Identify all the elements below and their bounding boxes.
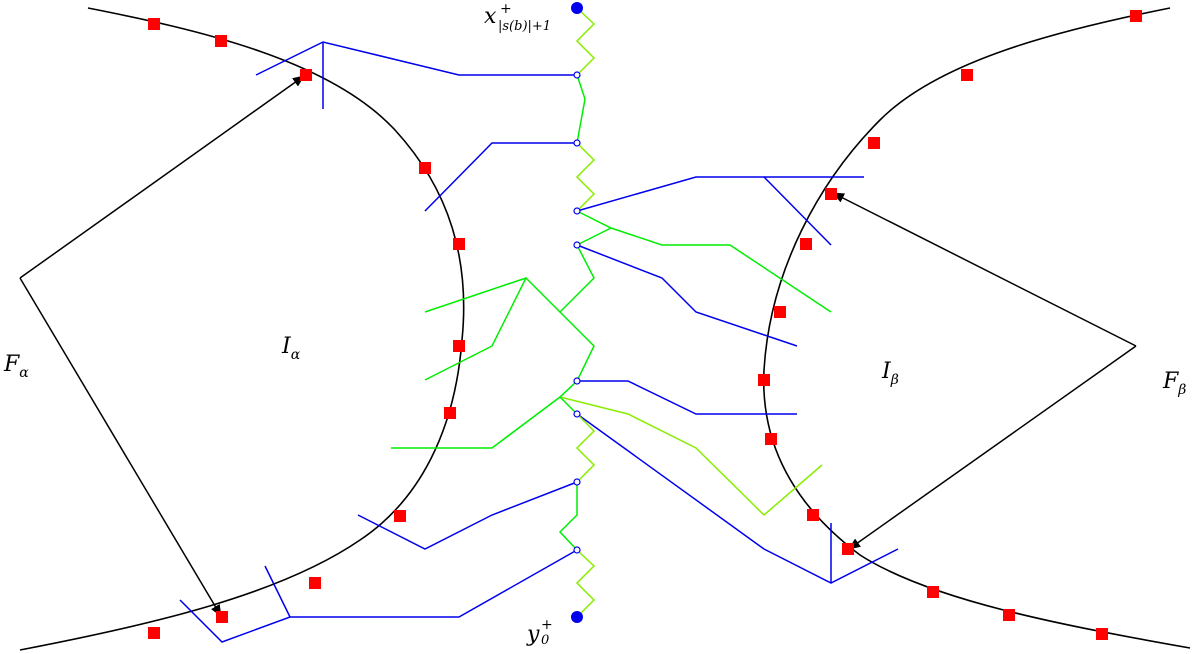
red-square-marker-icon xyxy=(825,188,837,200)
label-I-alpha-sub: α xyxy=(290,347,301,363)
blue-path xyxy=(255,41,577,76)
blue-path xyxy=(763,176,832,246)
label-I-alpha-base: I xyxy=(282,334,291,359)
label-F-alpha-sub: α xyxy=(19,365,29,381)
label-I-beta: Iβ xyxy=(882,359,899,388)
red-square-marker-icon xyxy=(774,306,786,318)
blue-path xyxy=(264,565,291,618)
lime-path xyxy=(575,413,596,483)
red-square-marker-icon xyxy=(765,433,777,445)
F-alpha-arrow-up xyxy=(19,75,305,279)
spine-node-icon xyxy=(573,410,581,418)
spine-nodes xyxy=(571,2,583,623)
red-square-marker-icon xyxy=(419,162,431,174)
blue-path xyxy=(576,176,864,212)
spine-node-icon xyxy=(573,377,581,385)
label-I-alpha: Iα xyxy=(282,334,300,363)
red-square-marker-icon xyxy=(148,627,160,639)
boundary-curves xyxy=(19,7,1191,651)
F-beta-arrow-down xyxy=(848,345,1137,550)
spine-endpoint-icon xyxy=(571,611,583,623)
red-square-markers xyxy=(148,10,1142,640)
red-square-marker-icon xyxy=(216,611,228,623)
label-F-beta-sub: β xyxy=(1178,382,1187,398)
blue-paths xyxy=(179,41,899,643)
red-square-marker-icon xyxy=(800,238,812,250)
lime-path xyxy=(575,549,596,618)
spine-node-icon xyxy=(573,478,581,486)
blue-path xyxy=(357,481,578,550)
green-path xyxy=(424,277,527,381)
green-path xyxy=(576,210,832,313)
label-x-top: x + |s(b)|+1 xyxy=(484,2,551,33)
label-F-alpha: Fα xyxy=(4,352,29,381)
label-F-beta-base: F xyxy=(1163,369,1179,394)
red-square-marker-icon xyxy=(300,69,312,81)
red-square-marker-icon xyxy=(868,137,880,149)
label-F-alpha-base: F xyxy=(4,352,20,377)
red-square-marker-icon xyxy=(394,510,406,522)
F-beta-arrow-up xyxy=(832,192,1137,347)
label-x-sub: |s(b)|+1 xyxy=(498,19,552,34)
red-square-marker-icon xyxy=(1096,628,1108,640)
green-path xyxy=(391,311,595,449)
green-path xyxy=(576,74,586,144)
label-y-bottom: y + 0 xyxy=(527,618,553,647)
spine-endpoint-icon xyxy=(571,2,583,14)
spine-node-icon xyxy=(573,241,581,249)
label-I-beta-base: I xyxy=(882,359,891,384)
label-F-beta: Fβ xyxy=(1163,369,1186,398)
blue-path xyxy=(576,244,798,347)
spine-node-icon xyxy=(573,546,581,554)
red-square-marker-icon xyxy=(807,509,819,521)
label-y-sub: 0 xyxy=(541,633,550,648)
red-square-marker-icon xyxy=(927,586,939,598)
spine-node-icon xyxy=(573,139,581,147)
green-paths xyxy=(391,74,832,551)
blue-path xyxy=(577,380,797,415)
green-path xyxy=(559,396,578,415)
label-x-base: x xyxy=(484,4,497,29)
label-x-sup: + xyxy=(500,1,512,17)
red-square-marker-icon xyxy=(215,35,227,47)
red-square-marker-icon xyxy=(1003,609,1015,621)
lime-path xyxy=(559,396,823,517)
red-square-marker-icon xyxy=(309,577,321,589)
red-square-marker-icon xyxy=(1130,10,1142,22)
left-boundary-curve xyxy=(19,7,465,651)
blue-path xyxy=(576,413,899,584)
red-square-marker-icon xyxy=(842,543,854,555)
lime-zigzag-paths xyxy=(559,7,823,618)
spine-node-icon xyxy=(573,207,581,215)
label-I-beta-sub: β xyxy=(890,372,899,388)
green-path xyxy=(558,482,578,551)
red-square-marker-icon xyxy=(453,340,465,352)
F-alpha-arrow-down xyxy=(19,277,222,617)
red-square-marker-icon xyxy=(961,69,973,81)
right-boundary-curve xyxy=(762,7,1191,649)
red-square-marker-icon xyxy=(148,18,160,30)
green-path xyxy=(576,227,612,246)
green-path xyxy=(424,244,595,314)
label-y-sup: + xyxy=(541,617,553,633)
red-square-marker-icon xyxy=(453,238,465,250)
label-y-base: y xyxy=(527,622,540,647)
red-square-marker-icon xyxy=(758,374,770,386)
lime-path xyxy=(575,142,596,212)
lime-path xyxy=(575,7,596,76)
arrows xyxy=(19,75,1137,617)
red-square-marker-icon xyxy=(444,407,456,419)
blue-path xyxy=(424,142,577,212)
spine-node-icon xyxy=(573,71,581,79)
